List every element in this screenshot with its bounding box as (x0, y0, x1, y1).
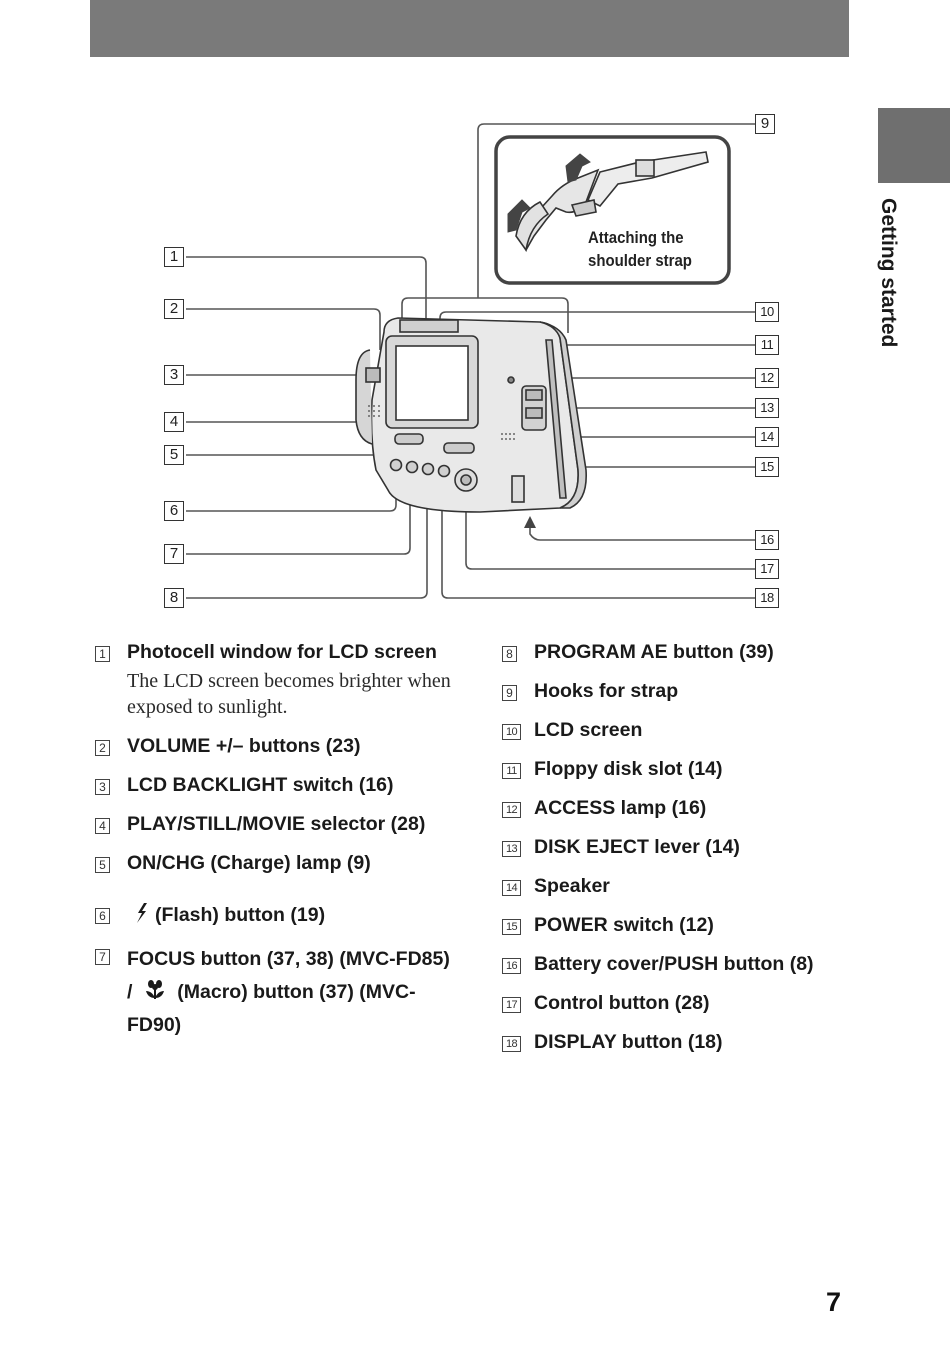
camera-illustration (186, 123, 755, 599)
legend-desc: The LCD screen becomes brighter when exp… (127, 670, 451, 718)
callout-16: 16 (755, 530, 779, 550)
legend-label: Hooks for strap (534, 680, 679, 702)
legend-item-14: 14 Speaker (502, 874, 862, 898)
legend-num: 9 (502, 685, 517, 701)
legend-num: 16 (502, 958, 521, 974)
page-number: 7 (826, 1287, 842, 1317)
legend-right: 8 PROGRAM AE button (39) 9 Hooks for str… (502, 640, 862, 1054)
legend-label: ACCESS lamp (16) (534, 797, 707, 819)
legend-label: Speaker (534, 875, 610, 897)
callout-1: 1 (164, 247, 184, 267)
legend-item-15: 15 POWER switch (12) (502, 913, 862, 937)
strap-caption-line2: shoulder strap (588, 251, 692, 270)
callout-12: 12 (755, 368, 779, 388)
legend-label: LCD screen (534, 719, 643, 741)
legend-num: 12 (502, 802, 521, 818)
callout-3: 3 (164, 365, 184, 385)
callout-6: 6 (164, 501, 184, 521)
legend-label: Floppy disk slot (14) (534, 758, 723, 780)
callout-8: 8 (164, 588, 184, 608)
callout-14: 14 (755, 427, 779, 447)
strap-caption-line1: Attaching the (588, 228, 684, 247)
legend-num: 6 (95, 908, 110, 924)
callout-9: 9 (755, 114, 775, 134)
legend-label: DISK EJECT lever (14) (534, 836, 740, 858)
callout-5: 5 (164, 445, 184, 465)
legend-num: 13 (502, 841, 521, 857)
legend-label: ON/CHG (Charge) lamp (9) (127, 852, 371, 874)
legend-num: 3 (95, 779, 110, 795)
legend-item-9: 9 Hooks for strap (502, 679, 862, 703)
legend-num: 7 (95, 949, 110, 965)
callout-4: 4 (164, 412, 184, 432)
legend-item-11: 11 Floppy disk slot (14) (502, 757, 862, 781)
legend-item-3: 3 LCD BACKLIGHT switch (16) (95, 773, 455, 797)
legend-num: 18 (502, 1036, 521, 1052)
legend-item-17: 17 Control button (28) (502, 991, 862, 1015)
legend-label: Control button (28) (534, 992, 710, 1014)
legend-label: Battery cover/PUSH button (8) (534, 953, 814, 975)
legend-num: 15 (502, 919, 521, 935)
legend-item-4: 4 PLAY/STILL/MOVIE selector (28) (95, 812, 455, 836)
camera-diagram: 1 2 3 4 5 6 7 8 9 10 11 12 13 14 15 16 1… (0, 0, 950, 640)
legend-label: PLAY/STILL/MOVIE selector (28) (127, 813, 426, 835)
legend-num: 11 (502, 763, 521, 779)
legend-num: 17 (502, 997, 521, 1013)
legend-label-row: (Flash) button (19) (127, 902, 455, 927)
legend-num: 8 (502, 646, 517, 662)
callout-10: 10 (755, 302, 779, 322)
legend-num: 10 (502, 724, 521, 740)
legend-item-12: 12 ACCESS lamp (16) (502, 796, 862, 820)
legend-num: 5 (95, 857, 110, 873)
legend-left: 1 Photocell window for LCD screen The LC… (95, 640, 455, 1042)
legend-label: (Flash) button (19) (155, 904, 326, 926)
strap-caption: Attaching the shoulder strap (588, 226, 692, 272)
callout-2: 2 (164, 299, 184, 319)
legend-label: Photocell window for LCD screen (127, 641, 437, 663)
callout-18: 18 (755, 588, 779, 608)
legend-item-16: 16 Battery cover/PUSH button (8) (502, 952, 862, 976)
legend-item-2: 2 VOLUME +/– buttons (23) (95, 734, 455, 758)
section-tab (878, 108, 950, 183)
macro-flower-icon (145, 980, 164, 999)
legend-num: 2 (95, 740, 110, 756)
flash-icon (137, 903, 147, 923)
callout-13: 13 (755, 398, 779, 418)
legend-item-8: 8 PROGRAM AE button (39) (502, 640, 862, 664)
callout-15: 15 (755, 457, 779, 477)
legend-label: PROGRAM AE button (39) (534, 641, 774, 663)
legend-label: FOCUS button (37, 38) (MVC-FD85) / (127, 948, 450, 1003)
legend-label: POWER switch (12) (534, 914, 714, 936)
legend-item-7: 7 FOCUS button (37, 38) (MVC-FD85) / (Ma… (95, 943, 455, 1042)
legend-num: 1 (95, 646, 110, 662)
legend-item-18: 18 DISPLAY button (18) (502, 1030, 862, 1054)
legend-label: LCD BACKLIGHT switch (16) (127, 774, 394, 796)
legend-label: VOLUME +/– buttons (23) (127, 735, 361, 757)
legend-label-2: (Macro) button (37) (MVC-FD90) (127, 981, 416, 1036)
legend-item-13: 13 DISK EJECT lever (14) (502, 835, 862, 859)
callout-17: 17 (755, 559, 779, 579)
legend-item-6: 6 (Flash) button (19) (95, 902, 455, 927)
callout-7: 7 (164, 544, 184, 564)
legend-item-10: 10 LCD screen (502, 718, 862, 742)
callout-11: 11 (755, 335, 779, 355)
legend-item-1: 1 Photocell window for LCD screen The LC… (95, 640, 455, 720)
header-bar (90, 0, 849, 57)
legend-label-row: FOCUS button (37, 38) (MVC-FD85) / (Macr… (127, 943, 455, 1042)
legend-num: 14 (502, 880, 521, 896)
legend-item-5: 5 ON/CHG (Charge) lamp (9) (95, 851, 455, 875)
legend-label: DISPLAY button (18) (534, 1031, 723, 1053)
legend-num: 4 (95, 818, 110, 834)
